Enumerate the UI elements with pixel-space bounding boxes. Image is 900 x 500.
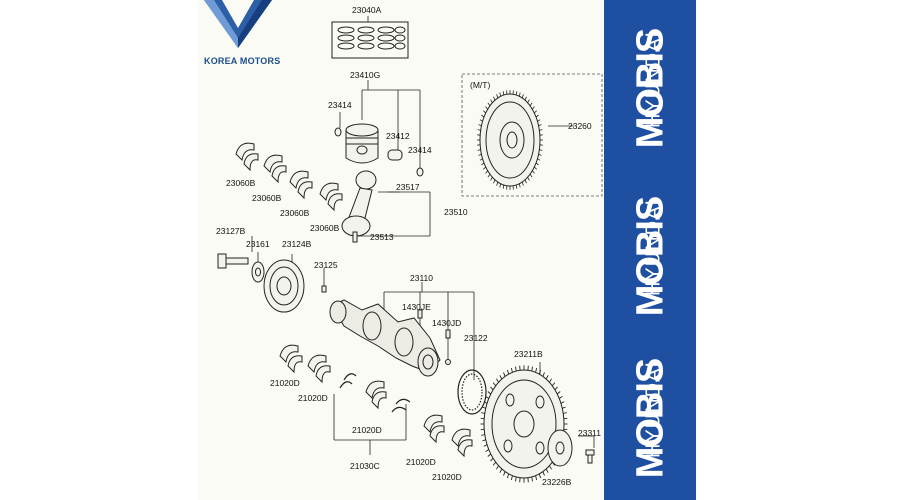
part-label: 21020D bbox=[432, 472, 462, 482]
part-label: 23414 bbox=[328, 100, 352, 110]
part-label: 1430JD bbox=[432, 318, 462, 328]
part-label: 23124B bbox=[282, 239, 312, 249]
part-label: 23040A bbox=[352, 5, 382, 15]
part-label: 23513 bbox=[370, 232, 394, 242]
part-label: 23414 bbox=[408, 145, 432, 155]
part-label: 23260 bbox=[568, 121, 592, 131]
part-label: 23060B bbox=[226, 178, 256, 188]
part-label: 23122 bbox=[464, 333, 488, 343]
part-label: 21020D bbox=[298, 393, 328, 403]
part-label: 23410G bbox=[350, 70, 381, 80]
korea-motors-logo bbox=[204, 0, 272, 48]
brand-band bbox=[604, 0, 696, 500]
part-label: 23412 bbox=[386, 131, 410, 141]
part-label: 23060B bbox=[280, 208, 310, 218]
part-label: 1430JE bbox=[402, 302, 431, 312]
variant-note: (M/T) bbox=[470, 80, 491, 90]
part-label: 21020D bbox=[352, 425, 382, 435]
part-label: 23226B bbox=[542, 477, 572, 487]
part-label: 23510 bbox=[444, 207, 468, 217]
part-label: 23161 bbox=[246, 239, 270, 249]
part-label: 21020D bbox=[270, 378, 300, 388]
logo-text: KOREA MOTORS bbox=[204, 56, 281, 66]
part-label: 23311 bbox=[578, 428, 602, 438]
part-label: 23060B bbox=[252, 193, 282, 203]
part-label: 21030C bbox=[350, 461, 380, 471]
part-label: 23127B bbox=[216, 226, 246, 236]
part-label: 23060B bbox=[310, 223, 340, 233]
part-label: 23517 bbox=[396, 182, 420, 192]
part-label: 23125 bbox=[314, 260, 338, 270]
part-label: 21020D bbox=[406, 457, 436, 467]
part-label: 23211B bbox=[514, 349, 543, 359]
part-label: 23110 bbox=[410, 273, 434, 283]
